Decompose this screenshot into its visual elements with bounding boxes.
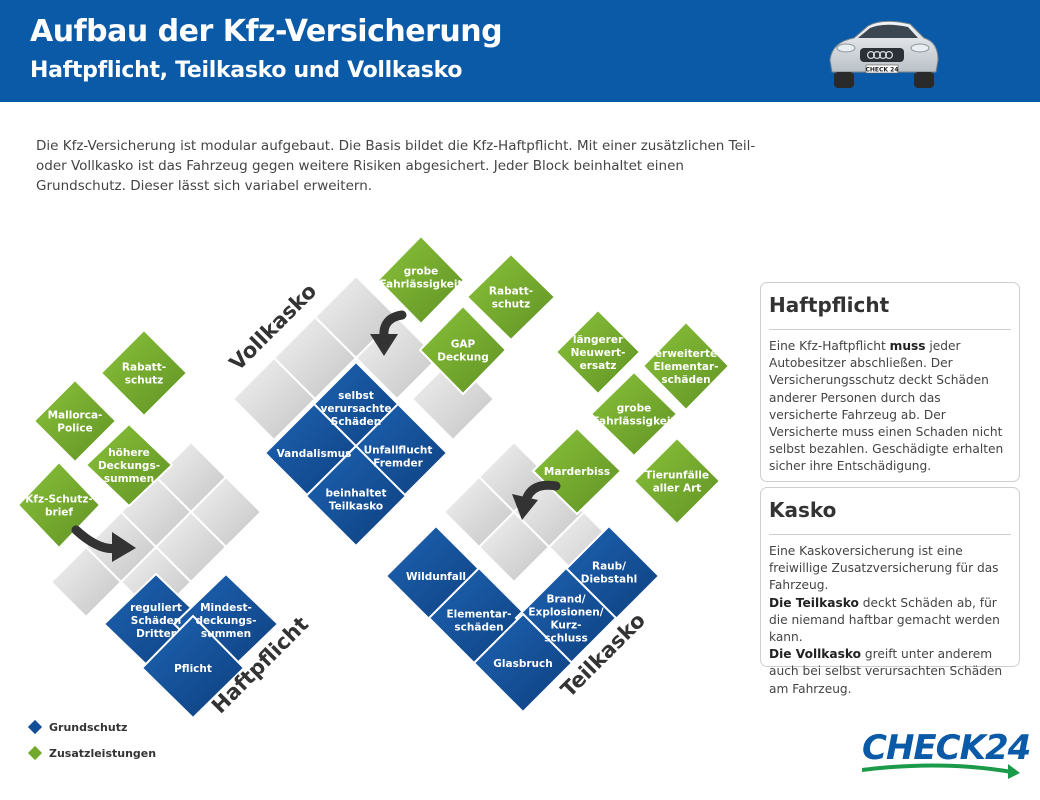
haftpflicht-info-panel: Haftpflicht Eine Kfz-Haftpflicht muss je… bbox=[760, 282, 1020, 482]
haftpflicht-panel-text: Eine Kfz-Haftpflicht muss jeder Autobesi… bbox=[769, 339, 1004, 474]
haftpflicht-panel-title: Haftpflicht bbox=[769, 293, 890, 317]
divider bbox=[769, 534, 1011, 535]
tile-label: Glasbruch bbox=[493, 658, 552, 670]
kasko-panel-text: Eine Kaskoversicherung ist eine freiwill… bbox=[769, 544, 1003, 696]
kasko-panel-title: Kasko bbox=[769, 498, 837, 522]
arrow-head-icon bbox=[112, 532, 136, 562]
grundschutz-tile-pflicht bbox=[140, 614, 246, 720]
blue-diamond-icon bbox=[27, 719, 43, 735]
tile-label: Raub/Diebstahl bbox=[581, 561, 637, 586]
tile-label: Kfz-Schutz-brief bbox=[25, 494, 92, 519]
zusatz-tile-kfz-schutzbrief bbox=[16, 460, 102, 550]
zusatz-tile-mallorca-police bbox=[32, 378, 118, 464]
tile-label: Marderbiss bbox=[544, 466, 610, 478]
header-banner: Aufbau der Kfz-Versicherung Haftpflicht,… bbox=[0, 0, 1040, 102]
zusatz-tile-laengerer-neuwertersatz bbox=[554, 308, 642, 396]
divider bbox=[769, 329, 1011, 330]
arrow-icon bbox=[521, 480, 561, 505]
tile-label: Elementar-schäden bbox=[446, 609, 511, 634]
arrow-head-icon bbox=[370, 334, 398, 356]
zusatz-tile-hoehere-deckungssummen bbox=[84, 422, 174, 508]
zusatz-tile-marderbiss bbox=[531, 426, 623, 516]
zusatz-tile-rabattschutz bbox=[465, 252, 557, 342]
kasko-info-panel: Kasko Eine Kaskoversicherung ist eine fr… bbox=[760, 487, 1020, 696]
tile-label: Rabatt-schutz bbox=[489, 286, 533, 311]
teilkasko-block: Wildunfall Raub/DiebstahlElementar-schäde… bbox=[384, 308, 731, 714]
intro-text: Die Kfz-Versicherung ist modular aufgeba… bbox=[36, 138, 756, 194]
page-title: Aufbau der Kfz-Versicherung bbox=[30, 14, 503, 49]
tile-label: Mindest-deckungs-summen bbox=[196, 602, 257, 640]
license-plate-text: CHECK 24 bbox=[865, 67, 898, 74]
check24-logo: CHECK24 bbox=[862, 728, 1031, 779]
tile-label: Brand/Explosionen/Kurz-schluss bbox=[528, 594, 603, 645]
zusatz-tile-grobe-fahrlaessigkeit bbox=[589, 370, 679, 458]
green-diamond-icon bbox=[27, 745, 43, 761]
grey-tile bbox=[49, 545, 123, 619]
zusatz-tile-grobe-fahrlaessigkeit bbox=[376, 234, 466, 326]
grey-tile bbox=[477, 510, 551, 584]
tile-label: Vandalismus bbox=[277, 448, 352, 460]
teilkasko-grund-labels: Wildunfall Raub/DiebstahlElementar-schäde… bbox=[406, 561, 637, 671]
arrow-head-icon bbox=[512, 494, 538, 520]
swoosh-icon bbox=[862, 763, 1020, 779]
legend-zusatzleistungen: Zusatzleistungen bbox=[27, 745, 156, 761]
tile-label: Pflicht bbox=[174, 663, 212, 675]
grundschutz-tile-beinhaltet-teilkasko bbox=[304, 444, 408, 548]
legend-grundschutz: Grundschutz bbox=[27, 719, 127, 735]
grey-tile bbox=[231, 356, 317, 442]
zusatz-tile-rabattschutz bbox=[99, 328, 189, 418]
zusatz-tile-erweiterte-elementarschaeden bbox=[641, 320, 731, 412]
zusatz-tile-tierunfaelle bbox=[632, 436, 722, 526]
car-illustration: CHECK 24 bbox=[829, 20, 939, 88]
tile-label: Wildunfall bbox=[406, 571, 466, 583]
page-subtitle: Haftpflicht, Teilkasko und Vollkasko bbox=[30, 58, 463, 83]
tile-label: Rabatt-schutz bbox=[122, 362, 166, 387]
tile-label: Mallorca-Police bbox=[48, 410, 103, 435]
grundschutz-tile-glasbruch bbox=[472, 612, 574, 714]
zusatz-tile-gap-deckung bbox=[418, 304, 508, 396]
